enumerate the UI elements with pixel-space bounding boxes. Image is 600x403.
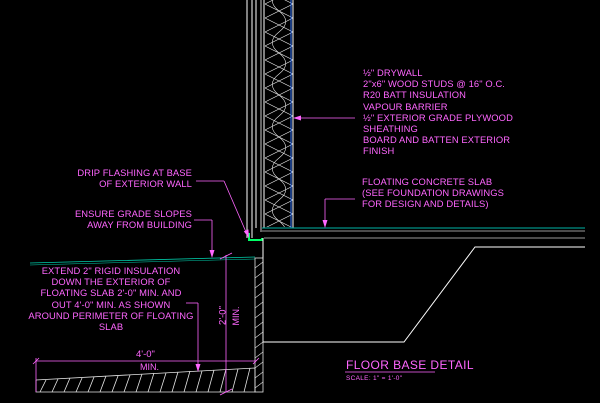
slab-note-line: FLOATING CONCRETE SLAB: [362, 176, 493, 187]
vertical-dimension-label: 2'-0": [218, 291, 229, 341]
grade-line: [29, 256, 256, 264]
horizontal-dimension-suffix: MIN.: [140, 362, 159, 372]
wall-layers-note: ½" DRYWALL 2"x6" WOOD STUDS @ 16" O.C. R…: [363, 67, 513, 157]
drip-note-line: OF EXTERIOR WALL: [99, 178, 192, 190]
drip-flashing: [248, 233, 263, 241]
slab-note-line: (SEE FOUNDATION DRAWINGS: [362, 187, 504, 199]
wall-layer-drywall: ½" DRYWALL: [363, 67, 423, 78]
insulation-note-line: FLOATING SLAB 2'-0" MIN. AND: [40, 287, 182, 299]
insulation-note-line: DOWN THE EXTERIOR OF: [51, 276, 171, 288]
drip-note-line: DRIP FLASHING AT BASE: [77, 167, 192, 178]
vertical-rigid-insulation: [254, 257, 264, 393]
vertical-dimension-min: MIN.: [231, 306, 241, 326]
horizontal-dimension-label: 4'-0": [136, 349, 155, 360]
leader-lines: [186, 115, 355, 372]
slab-note: FLOATING CONCRETE SLAB (SEE FOUNDATION D…: [362, 176, 504, 210]
wall-layer-sheathing: SHEATHING: [363, 123, 418, 135]
insulation-note-line: EXTEND 2" RIGID INSULATION: [41, 265, 181, 276]
wall-layer-batten: BOARD AND BATTEN EXTERIOR: [363, 134, 511, 146]
horizontal-dimension-value: 4'-0": [136, 349, 155, 360]
wall-layer-plywood: ½" EXTERIOR GRADE PLYWOOD: [363, 111, 513, 123]
grade-note: ENSURE GRADE SLOPES AWAY FROM BUILDING: [75, 208, 192, 230]
vertical-dimension: [219, 252, 233, 396]
grade-line-lower: [29, 258, 256, 266]
insulation-note-line: AROUND PERIMETER OF FLOATING: [28, 309, 194, 321]
exterior-wall: [246, 0, 294, 238]
wall-layer-finish: FINISH: [363, 145, 395, 157]
drawing-title: FLOOR BASE DETAIL: [346, 358, 474, 372]
horizontal-rigid-insulation: [35, 367, 256, 393]
insulation-note-line: SLAB: [98, 321, 124, 333]
drip-flashing-note: DRIP FLASHING AT BASE OF EXTERIOR WALL: [77, 167, 192, 189]
grade-note-line: AWAY FROM BUILDING: [87, 219, 192, 231]
horizontal-dimension: [32, 357, 260, 392]
horizontal-dimension-min: MIN.: [140, 362, 159, 372]
wall-layer-vapour-barrier: VAPOUR BARRIER: [363, 100, 448, 112]
vertical-dimension-value: 2'-0": [217, 306, 229, 325]
drawing-scale: SCALE: 1" = 1'-0": [346, 375, 403, 382]
rigid-insulation-note: EXTEND 2" RIGID INSULATION DOWN THE EXTE…: [28, 265, 194, 332]
slab-edge-outline: [262, 238, 585, 343]
vertical-dimension-suffix: MIN.: [231, 291, 241, 341]
wall-layer-studs: 2"x6" WOOD STUDS @ 16" O.C.: [363, 78, 506, 90]
batt-insulation: [265, 0, 293, 227]
wall-layer-insulation: R20 BATT INSULATION: [363, 89, 466, 101]
insulation-note-line: OUT 4'-0" MIN. AS SHOWN: [51, 298, 171, 310]
grade-note-line: ENSURE GRADE SLOPES: [74, 208, 192, 219]
floor-slab-lines: [262, 227, 585, 239]
slab-note-line: FOR DESIGN AND DETAILS): [362, 198, 489, 210]
